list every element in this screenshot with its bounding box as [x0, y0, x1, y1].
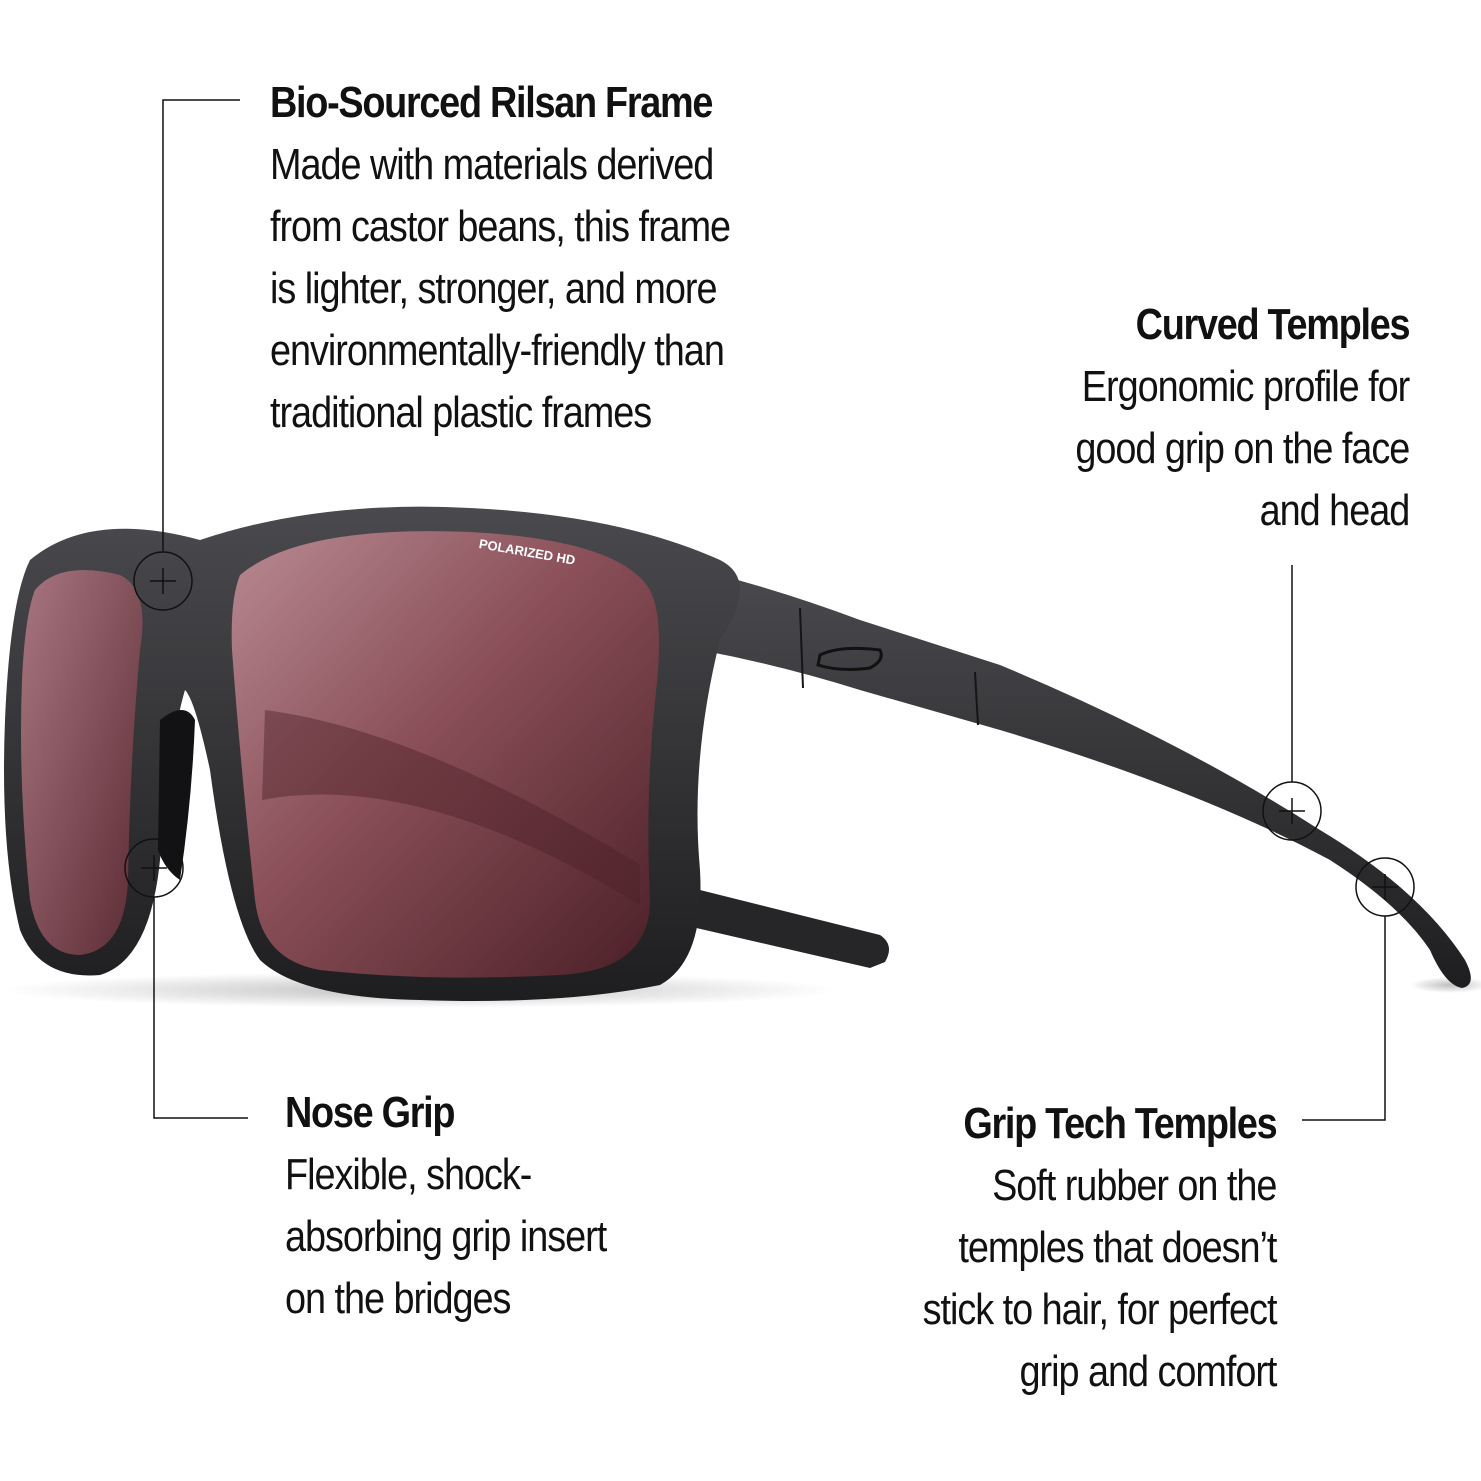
nose-pad — [158, 710, 195, 880]
feature-text-line: grip and comfort — [1019, 1347, 1277, 1396]
callout-nose-grip — [124, 838, 248, 1119]
feature-title: Curved Temples — [1135, 300, 1410, 349]
feature-title: Grip Tech Temples — [962, 1099, 1277, 1148]
feature-bio-sourced-frame: Bio-Sourced Rilsan Frame Made with mater… — [270, 72, 805, 444]
feature-nose-grip: Nose Grip Flexible, shock- absorbing gri… — [285, 1082, 658, 1330]
feature-text-line: good grip on the face — [1075, 424, 1410, 473]
feature-grip-tech-temples: Grip Tech Temples Soft rubber on the tem… — [865, 1093, 1277, 1403]
feature-text-line: environmentally-friendly than — [270, 326, 725, 375]
callout-frame — [133, 99, 240, 611]
feature-title: Bio-Sourced Rilsan Frame — [270, 78, 713, 127]
feature-text-line: Flexible, shock- — [285, 1150, 532, 1199]
feature-text-line: absorbing grip insert — [285, 1212, 607, 1261]
feature-text-line: is lighter, stronger, and more — [270, 264, 718, 313]
feature-text-line: on the bridges — [285, 1274, 511, 1323]
callout-grip-tech — [1302, 857, 1415, 1121]
near-temple-arm — [700, 570, 1471, 988]
feature-curved-temples: Curved Temples Ergonomic profile for goo… — [1021, 294, 1410, 542]
feature-text-line: Made with materials derived — [270, 140, 714, 189]
far-lens — [21, 570, 143, 955]
feature-text-line: Ergonomic profile for — [1081, 362, 1410, 411]
feature-text-line: traditional plastic frames — [270, 388, 652, 437]
feature-text-line: and head — [1259, 486, 1410, 535]
main-lens — [231, 531, 659, 978]
feature-title: Nose Grip — [285, 1088, 456, 1137]
feature-text-line: temples that doesn’t — [957, 1223, 1277, 1272]
feature-text-line: stick to hair, for perfect — [922, 1285, 1277, 1334]
feature-text-line: from castor beans, this frame — [270, 202, 731, 251]
far-temple-arm — [640, 875, 889, 968]
callout-curved-temples — [1262, 565, 1322, 841]
brand-logo-icon — [816, 646, 883, 671]
feature-text-line: Soft rubber on the — [991, 1161, 1277, 1210]
